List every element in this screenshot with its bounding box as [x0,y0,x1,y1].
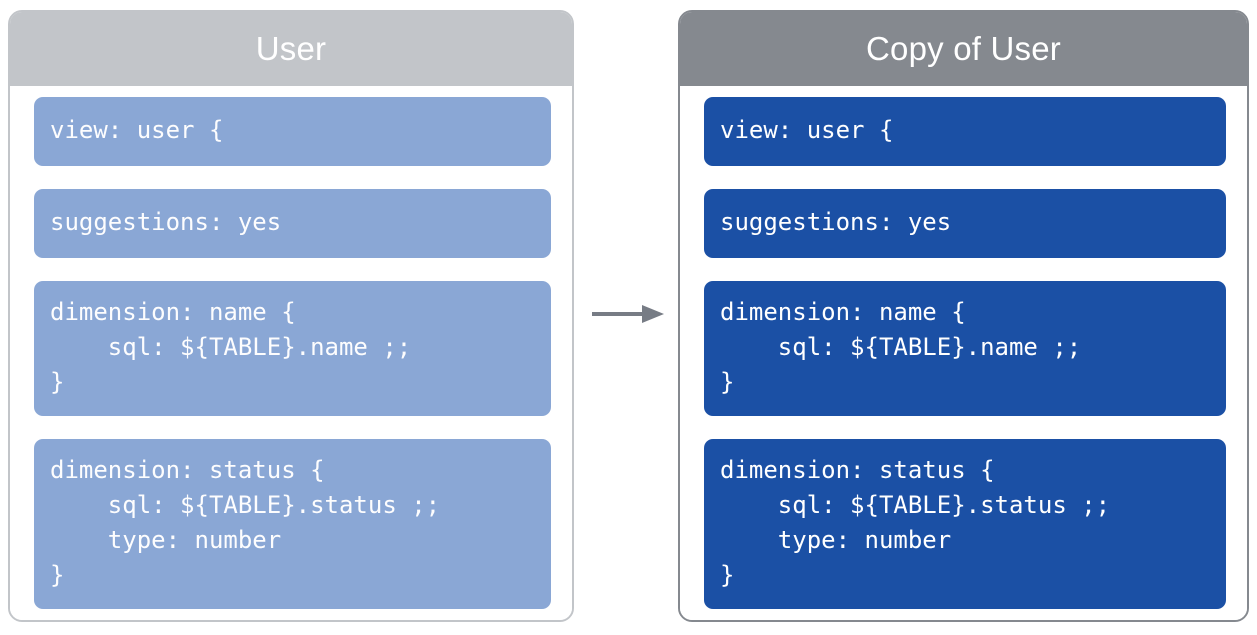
arrow-right-icon [592,305,664,323]
source-panel-title: User [10,12,572,86]
copy-panel-body: view: user { suggestions: yes dimension:… [680,86,1247,620]
copy-arrow [592,303,664,325]
source-code-block-dimension-name: dimension: name { sql: ${TABLE}.name ;; … [34,281,551,416]
copy-code-block-dimension-status: dimension: status { sql: ${TABLE}.status… [704,439,1226,609]
copy-code-block-view: view: user { [704,97,1226,166]
source-panel-body: view: user { suggestions: yes dimension:… [10,86,572,620]
source-code-block-view: view: user { [34,97,551,166]
copy-panel-title: Copy of User [680,12,1247,86]
source-code-block-suggestions: suggestions: yes [34,189,551,258]
copy-view-panel: Copy of User view: user { suggestions: y… [678,10,1249,622]
copy-code-block-suggestions: suggestions: yes [704,189,1226,258]
copy-code-block-dimension-name: dimension: name { sql: ${TABLE}.name ;; … [704,281,1226,416]
source-code-block-dimension-status: dimension: status { sql: ${TABLE}.status… [34,439,551,609]
source-view-panel: User view: user { suggestions: yes dimen… [8,10,574,622]
